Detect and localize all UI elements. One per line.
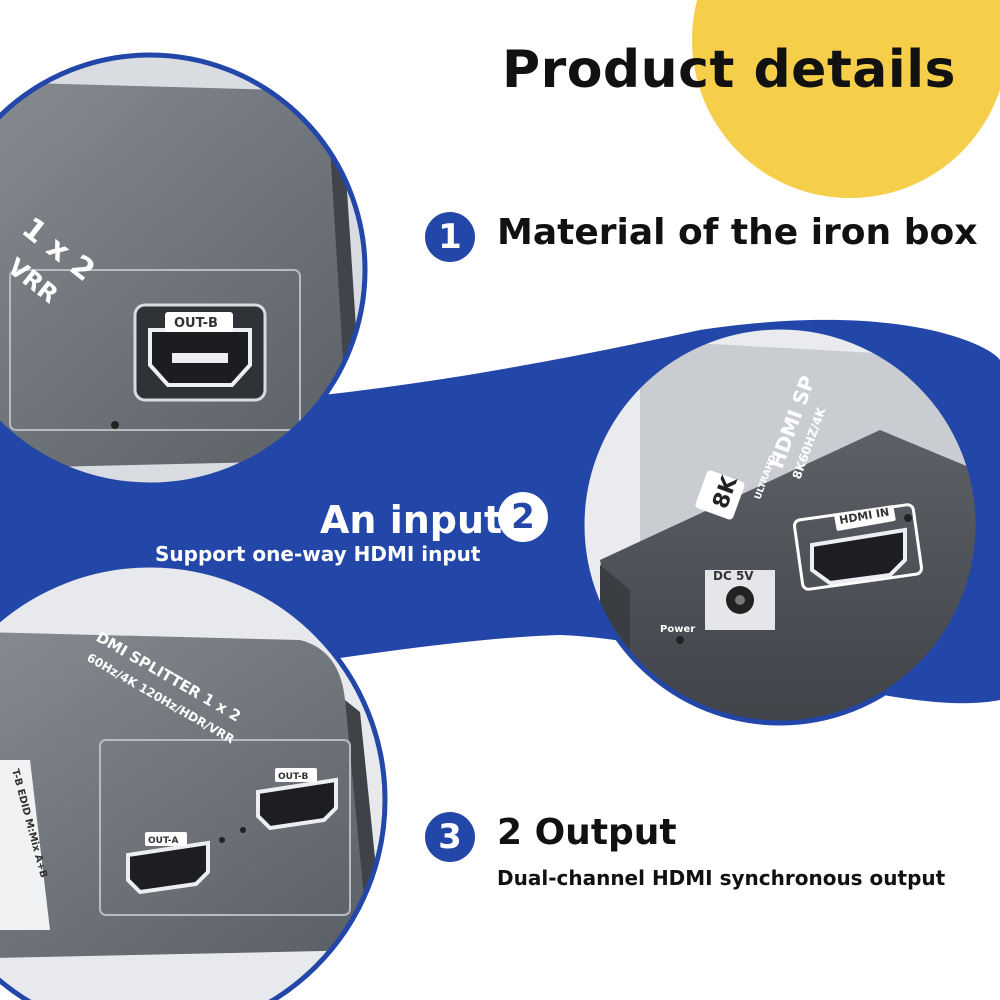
- feature-2-title: An input: [320, 498, 503, 542]
- feature-3-title: 2 Output: [497, 812, 677, 853]
- top-port-label: OUT-B: [174, 316, 218, 331]
- yellow-accent-circle: [692, 0, 1000, 198]
- mid-power-port-label: DC 5V: [713, 569, 754, 583]
- feature-2-subtitle: Support one-way HDMI input: [155, 542, 481, 566]
- top-device-circle: [0, 52, 368, 488]
- middle-device-circle: [579, 324, 981, 726]
- feature-1-number-badge: 1: [425, 212, 475, 262]
- feature-2-number-badge: 2: [498, 492, 548, 542]
- feature-3-number-badge: 3: [425, 812, 475, 862]
- bottom-port-a-label: OUT-A: [148, 836, 179, 846]
- page-title: Product details: [501, 40, 956, 100]
- feature-3-subtitle: Dual-channel HDMI synchronous output: [497, 866, 946, 890]
- mid-power-label: Power: [660, 624, 695, 635]
- bottom-port-b-label: OUT-B: [278, 772, 309, 782]
- feature-1-title: Material of the iron box: [497, 212, 978, 253]
